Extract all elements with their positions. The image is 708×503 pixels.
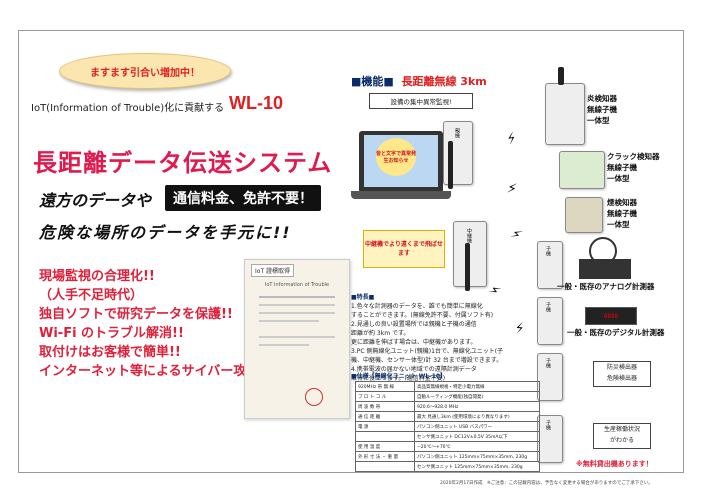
table-row: 通 信 距 離最大 見通し3km (使用環境により異なります) bbox=[355, 411, 540, 422]
flame-detector-unit bbox=[545, 83, 585, 145]
wireless-signal-icon: ⚡ bbox=[504, 129, 520, 149]
relay-label: 中継機 bbox=[466, 228, 472, 243]
digital-meter-icon: 8888 bbox=[585, 307, 637, 325]
benefit-item: 現場監視の合理化!! bbox=[39, 269, 155, 284]
crack-detector-label: クラック検知器無線子機一体型 bbox=[607, 152, 660, 183]
spec-table: 920MHz 帯 無 線高品質無線規格・特定小電力無線 プ ロ ト コ ル自動ル… bbox=[355, 381, 540, 472]
relay-unit: 中継機 bbox=[453, 221, 487, 287]
flame-detector-label: 炎検知器無線子機一体型 bbox=[587, 94, 617, 125]
promo-oval: ますます引合い増加中！ bbox=[59, 53, 231, 89]
tagline-1: 遠方のデータや bbox=[39, 191, 152, 210]
tagline-2: 危険な場所のデータを手元に!! bbox=[39, 223, 292, 242]
analog-meter-label: 一般・既存のアナログ計測器 bbox=[557, 282, 655, 291]
slave-unit: 子機 bbox=[537, 415, 563, 463]
certificate-image: IoT 證標取得 IoT Information of Trouble bbox=[244, 259, 350, 419]
benefit-item: 取付けはお客様で簡単!! bbox=[39, 345, 181, 360]
master-label: 親機 bbox=[454, 128, 460, 138]
wireless-signal-icon: ⚡ bbox=[513, 320, 527, 338]
table-row: 外 形 寸 法 ・ 重 量パソコン側ユニット 125mm×75mm×35mm, … bbox=[355, 451, 540, 462]
certificate-line: IoT Information of Trouble bbox=[264, 282, 330, 288]
spec-title: ■仕様【無線化ユニット WL-10】 bbox=[351, 373, 447, 380]
flyer-page: ますます引合い増加中！ IoT(Information of Trouble)化… bbox=[18, 30, 684, 473]
no-fee-badge: 通信料金、免許不要！ bbox=[165, 185, 321, 211]
antenna-icon bbox=[465, 243, 470, 291]
slave-unit: 子機 bbox=[537, 241, 563, 289]
alert-bubble: 音と文字で異常発生お知らせ bbox=[376, 138, 416, 176]
production-status-box: 生産稼働状況がわかる bbox=[593, 423, 651, 449]
table-row: プ ロ ト コ ル自動ルーティング機能(独自開発) bbox=[355, 391, 540, 402]
slave-unit: 子機 bbox=[537, 297, 563, 345]
laptop-base bbox=[351, 191, 451, 199]
table-row: センサ側ユニット DC12V±0.5V 35mA以下 bbox=[355, 431, 540, 442]
features-block: ■特長■ 1.色々な計測器のデータを、誰でも簡単に無線化 することができます。(… bbox=[351, 294, 504, 382]
relay-note: 中継機でより遠くまで飛ばせます bbox=[363, 230, 445, 268]
table-row: センサ側ユニット 125mm×75mm×35mm, 230g bbox=[355, 461, 540, 472]
benefit-list: 現場監視の合理化!! （人手不足時代） 独自ソフトで研究データを保護!! Wi-… bbox=[39, 267, 310, 381]
table-row: 使 用 温 度−20℃〜+70℃ bbox=[355, 441, 540, 452]
benefit-item: インターネット等によるサイバー攻撃の解消!! bbox=[39, 364, 311, 379]
model-name: WL-10 bbox=[229, 93, 283, 113]
seal-icon bbox=[305, 388, 323, 406]
smoke-detector-label: 煙検知器無線子機一体型 bbox=[607, 198, 637, 229]
function-heading: ■機能■ 長距離無線 3km bbox=[351, 75, 487, 88]
smoke-detector-unit bbox=[565, 197, 603, 233]
free-loan-note: ※無料貸出機あります！ bbox=[576, 460, 653, 468]
antenna-icon bbox=[558, 67, 564, 85]
benefit-item: Wi-Fi のトラブル解消!! bbox=[39, 326, 184, 341]
detector-box: 防災検出器危険検出器 bbox=[593, 361, 651, 387]
wireless-signal-icon: ⚡ bbox=[505, 180, 519, 198]
antenna-icon bbox=[448, 141, 453, 189]
slave-unit: 子機 bbox=[537, 353, 563, 401]
table-row: 920MHz 帯 無 線高品質無線規格・特定小電力無線 bbox=[355, 381, 540, 392]
benefit-item: （人手不足時代） bbox=[39, 288, 144, 303]
gauge-base bbox=[579, 259, 631, 279]
subtitle: IoT(Information of Trouble)化に貢献する bbox=[31, 103, 225, 114]
wireless-signal-icon: ⚡ bbox=[507, 225, 525, 245]
main-title: 長距離データ伝送システム bbox=[33, 149, 333, 177]
central-monitor-box: 設備の集中異常監視! bbox=[369, 93, 473, 109]
footer-note: 2020年2月17日作成 ※ご注意：この記載内容は、予告なく変更する場合がありま… bbox=[440, 481, 653, 486]
digital-meter-label: 一般・既存のデジタル計測器 bbox=[567, 328, 665, 337]
benefit-item: 独自ソフトで研究データを保護!! bbox=[39, 307, 233, 322]
certificate-label: IoT 證標取得 bbox=[251, 264, 295, 277]
table-row: 電 源パソコン側ユニット USB バスパワー bbox=[355, 421, 540, 432]
crack-detector-unit bbox=[559, 151, 605, 189]
